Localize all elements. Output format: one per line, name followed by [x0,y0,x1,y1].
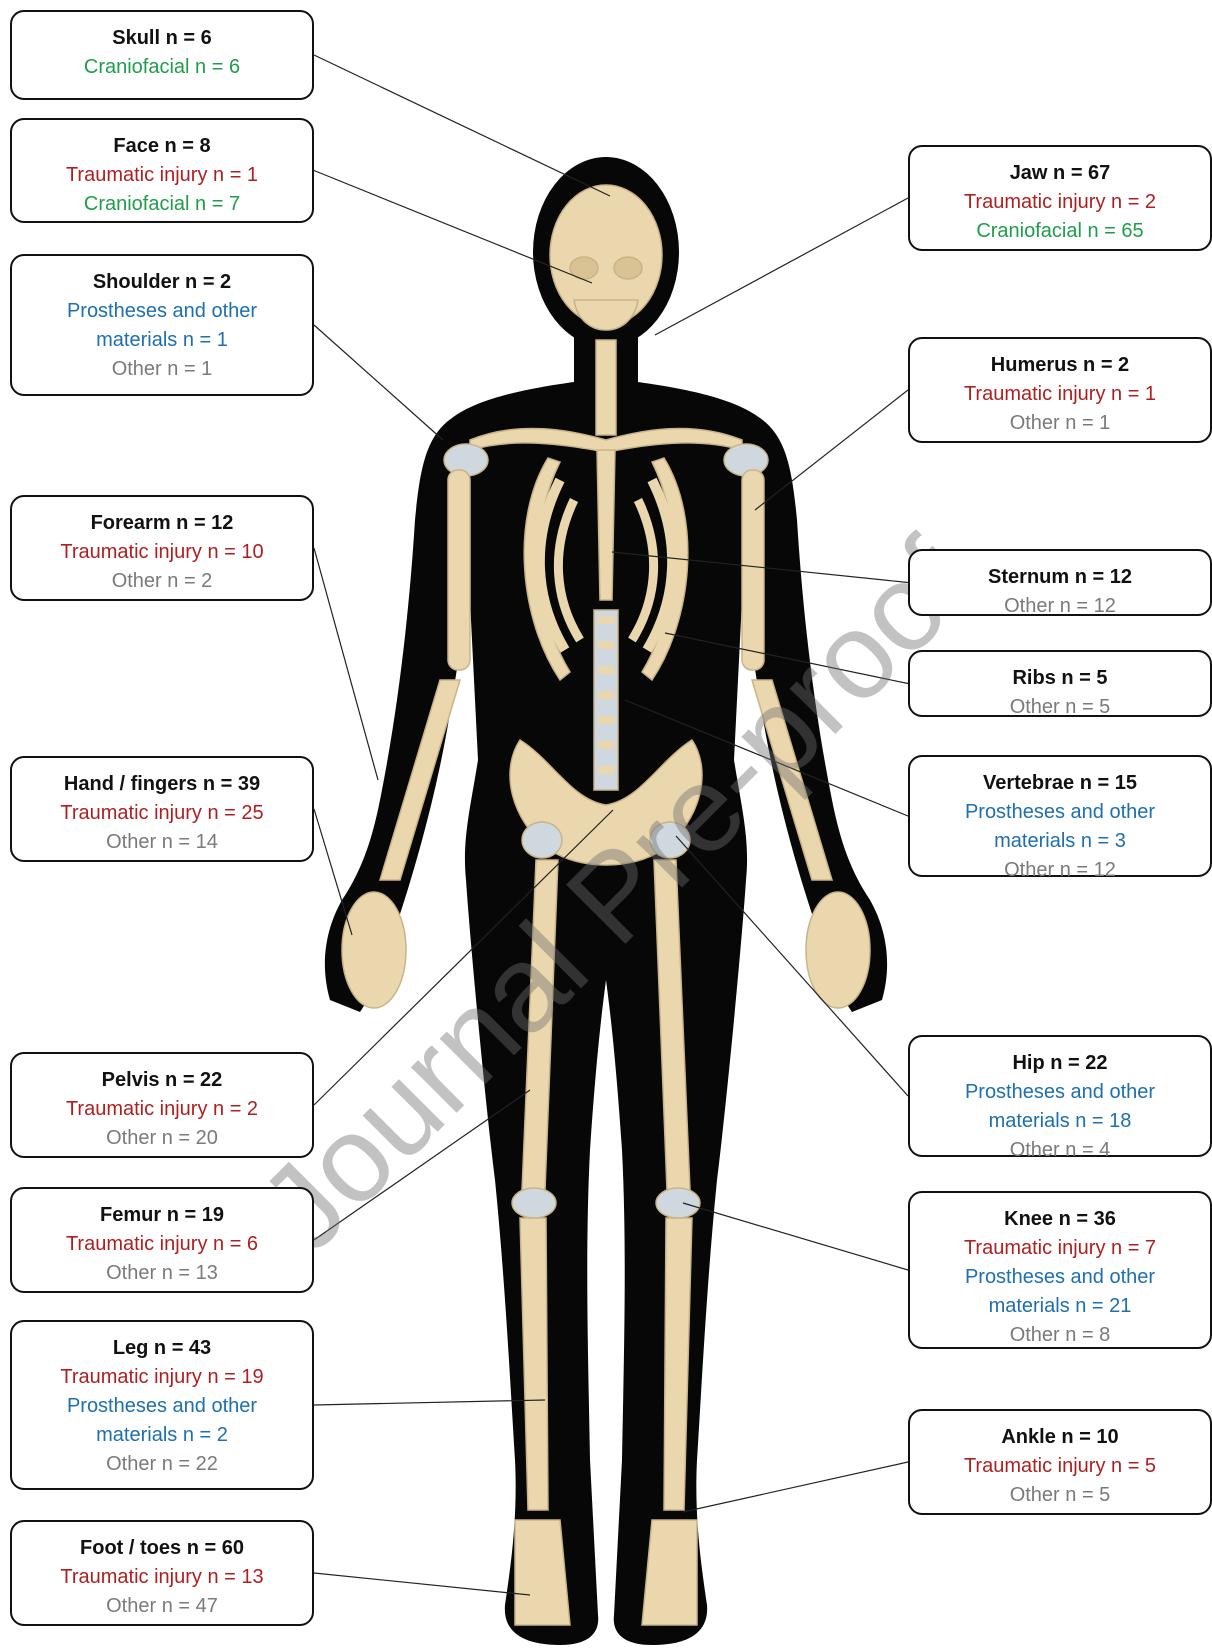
callout-title: Shoulder n = 2 [12,268,312,297]
callout-title: Sternum n = 12 [910,563,1210,592]
callout-line-traumatic: Traumatic injury n = 1 [12,161,312,190]
callout-line-other: Other n = 12 [910,592,1210,621]
callout-title: Forearm n = 12 [12,509,312,538]
connector-knee [683,1203,908,1270]
callout-title: Ankle n = 10 [910,1423,1210,1452]
callout-line-other: Other n = 1 [12,355,312,384]
callout-line-traumatic: Traumatic injury n = 6 [12,1230,312,1259]
callout-line-other: Other n = 20 [12,1124,312,1153]
callout-line-traumatic: Traumatic injury n = 5 [910,1452,1210,1481]
callout-line-other: Other n = 5 [910,1481,1210,1510]
callout-title: Foot / toes n = 60 [12,1534,312,1563]
callout-line-other: Other n = 8 [910,1321,1210,1350]
callout-line-other: Other n = 13 [12,1259,312,1288]
callout-line-other: Other n = 4 [910,1136,1210,1165]
connector-jaw [655,198,908,335]
callout-title: Jaw n = 67 [910,159,1210,188]
callout-line-prostheses: Prostheses and other [12,297,312,326]
connector-forearm [314,548,378,780]
callout-line-craniofacial: Craniofacial n = 65 [910,217,1210,246]
callout-line-craniofacial: Craniofacial n = 7 [12,190,312,219]
callout-line-other: Other n = 5 [910,693,1210,722]
callout-line-other: Other n = 2 [12,567,312,596]
callout-line-traumatic: Traumatic injury n = 2 [12,1095,312,1124]
callout-line-other: Other n = 14 [12,828,312,857]
callout-line-prostheses: Prostheses and other [910,1263,1210,1292]
callout-title: Femur n = 19 [12,1201,312,1230]
callout-line-traumatic: Traumatic injury n = 7 [910,1234,1210,1263]
callout-line-other: Other n = 47 [12,1592,312,1621]
callout-line-prostheses: Prostheses and other [910,798,1210,827]
callout-title: Knee n = 36 [910,1205,1210,1234]
callout-line-prostheses: materials n = 3 [910,827,1210,856]
callout-line-prostheses: materials n = 1 [12,326,312,355]
callout-title: Humerus n = 2 [910,351,1210,380]
callout-line-traumatic: Traumatic injury n = 13 [12,1563,312,1592]
callout-line-other: Other n = 1 [910,409,1210,438]
callout-line-traumatic: Traumatic injury n = 2 [910,188,1210,217]
callout-title: Vertebrae n = 15 [910,769,1210,798]
connector-leg [314,1400,545,1405]
callout-title: Hand / fingers n = 39 [12,770,312,799]
callout-line-traumatic: Traumatic injury n = 19 [12,1363,312,1392]
connector-skull [314,55,610,196]
callout-title: Hip n = 22 [910,1049,1210,1078]
callout-line-other: Other n = 12 [910,856,1210,885]
connector-hand [314,809,352,935]
connector-foot [314,1573,530,1595]
callout-line-other: Other n = 22 [12,1450,312,1479]
callout-title: Leg n = 43 [12,1334,312,1363]
callout-line-prostheses: materials n = 21 [910,1292,1210,1321]
callout-line-traumatic: Traumatic injury n = 10 [12,538,312,567]
callout-title: Ribs n = 5 [910,664,1210,693]
callout-line-prostheses: materials n = 2 [12,1421,312,1450]
callout-title: Pelvis n = 22 [12,1066,312,1095]
callout-line-prostheses: materials n = 18 [910,1107,1210,1136]
callout-line-prostheses: Prostheses and other [910,1078,1210,1107]
callout-line-craniofacial: Craniofacial n = 6 [12,53,312,82]
callout-title: Face n = 8 [12,132,312,161]
callout-line-prostheses: Prostheses and other [12,1392,312,1421]
callout-title: Skull n = 6 [12,24,312,53]
connector-ankle [683,1462,908,1512]
callout-line-traumatic: Traumatic injury n = 1 [910,380,1210,409]
callout-line-traumatic: Traumatic injury n = 25 [12,799,312,828]
connector-shoulder [314,325,443,440]
